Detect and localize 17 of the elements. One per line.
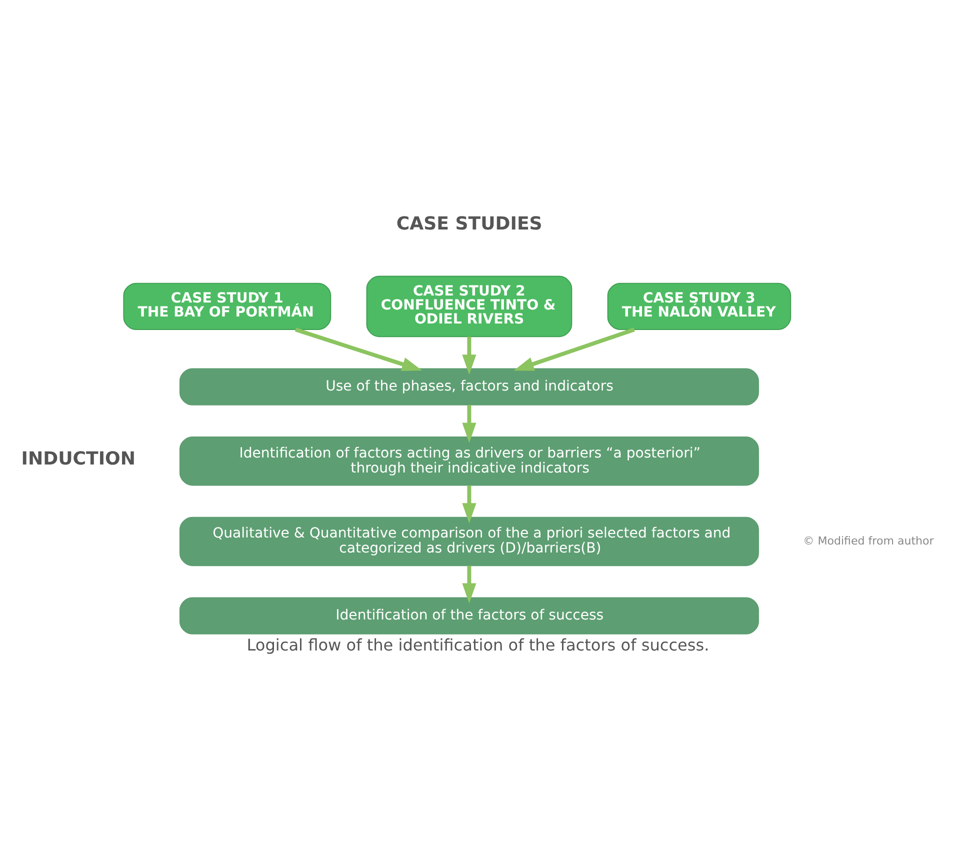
node-box: CASE STUDY 3 THE NALÓN VALLEY	[606, 282, 791, 330]
node-box: Qualitative & Quantitative comparison of the a priori selected factors and categorized as drivers (D)/barriers(B)	[178, 516, 758, 566]
arrow	[294, 328, 422, 372]
node-box: Identification of factors acting as drivers or barriers “a posteriori” through their indicative indicators	[178, 436, 758, 486]
node-box: Identification of the factors of success	[178, 597, 758, 634]
arrow	[513, 328, 634, 371]
arrow	[462, 566, 476, 604]
label: INDUCTION	[20, 448, 136, 470]
node-box: CASE STUDY 1 THE BAY OF PORTMÁN	[122, 282, 331, 330]
label: CASE STUDIES	[396, 214, 542, 235]
arrow	[462, 486, 476, 524]
arrow	[462, 336, 476, 375]
node-box: CASE STUDY 2 CONFLUENCE TINTO & ODIEL RIVERS	[366, 276, 572, 338]
caption: Logical flow of the identification of the factors of success.	[246, 636, 709, 655]
node-box: Use of the phases, factors and indicators	[178, 368, 758, 406]
arrow	[462, 404, 476, 443]
label: © Modified from author	[802, 534, 934, 548]
